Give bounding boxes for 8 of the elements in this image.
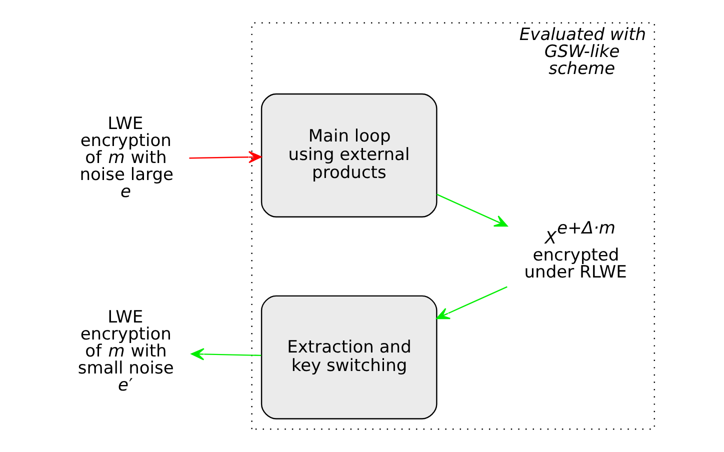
arrow: [190, 348, 261, 360]
node-text: LWE encryption of m with small noise e′: [77, 307, 174, 396]
arrow: [436, 286, 507, 320]
node-box: Main loop using external products: [260, 93, 437, 218]
node-box: Extraction and key switching: [260, 295, 437, 420]
arrow: [436, 194, 508, 227]
arrow: [188, 151, 262, 164]
node-text: LWE encryption of m with noise large e: [79, 114, 174, 202]
